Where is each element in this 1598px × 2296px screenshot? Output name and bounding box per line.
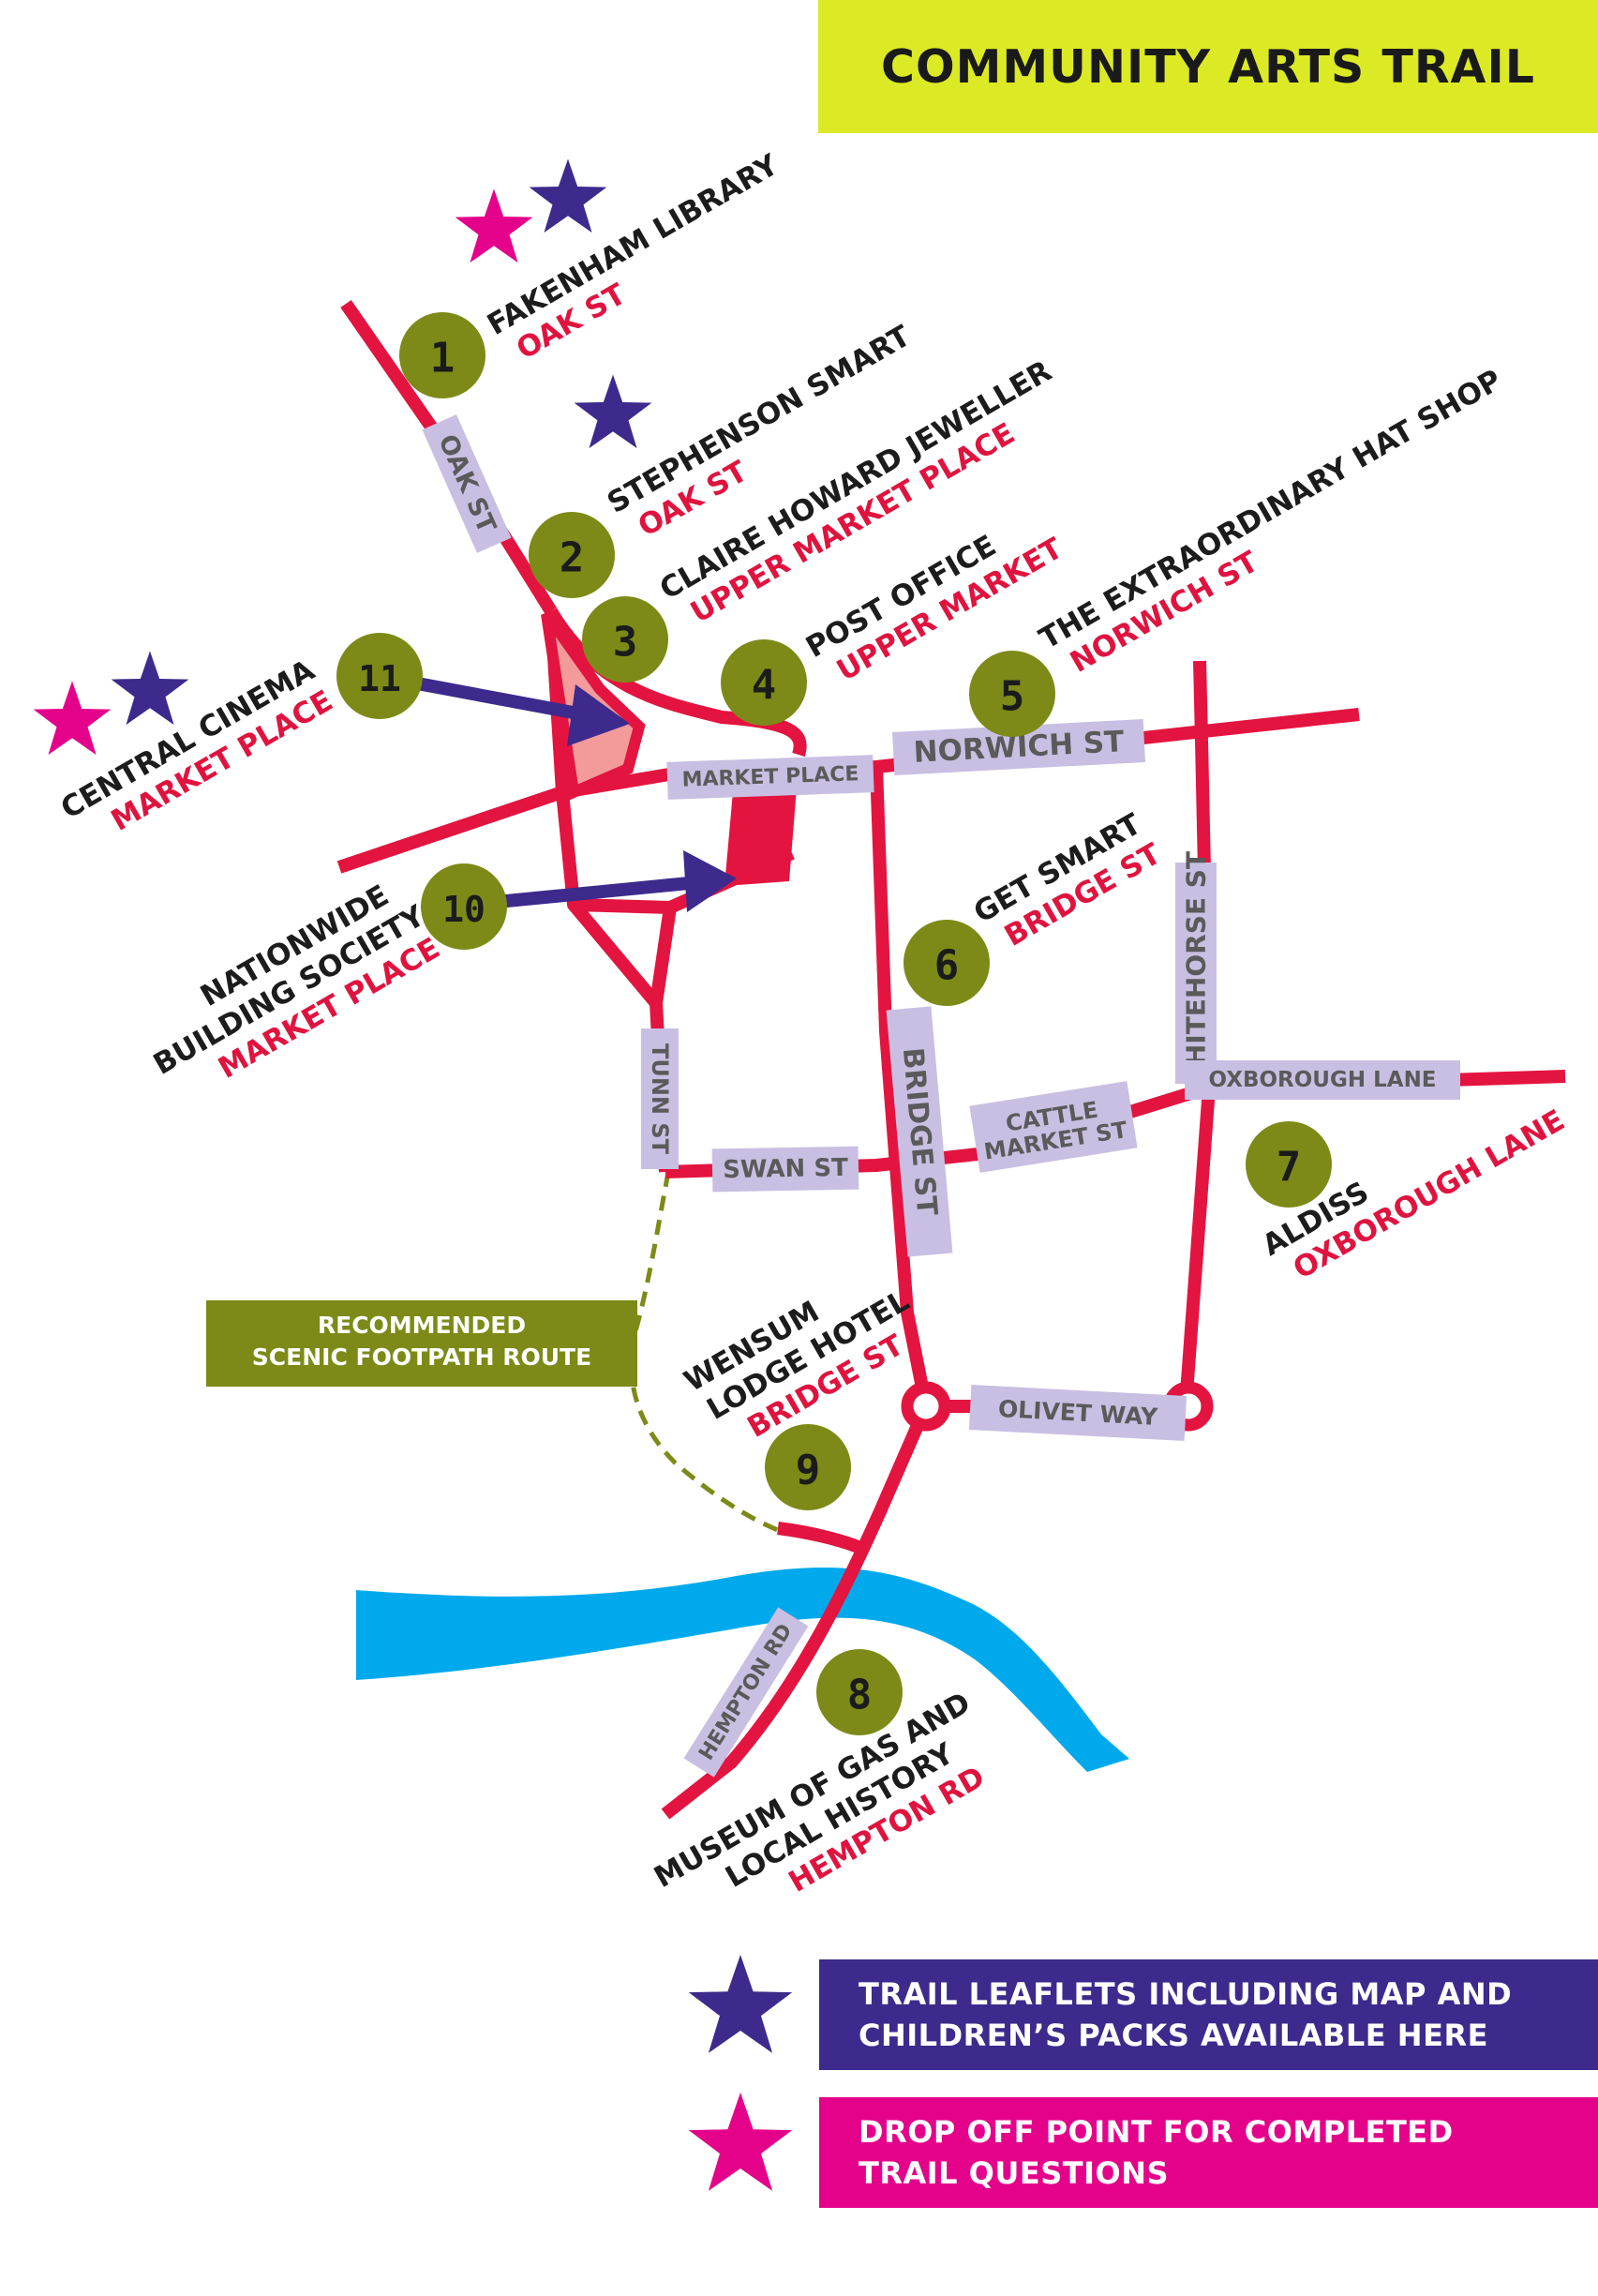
street-label-tunn-st: TUNN ST bbox=[641, 1028, 679, 1169]
street-label-norwich-st: NORWICH ST bbox=[891, 719, 1146, 775]
stop-label-8: MUSEUM OF GAS AND LOCAL HISTORY HEMPTON … bbox=[649, 1686, 991, 1898]
road-market-place-west bbox=[336, 767, 677, 874]
svg-text:SCENIC FOOTPATH ROUTE: SCENIC FOOTPATH ROUTE bbox=[252, 1343, 591, 1371]
svg-text:5: 5 bbox=[1000, 673, 1025, 721]
stop-label-1: FAKENHAM LIBRARY OAK ST bbox=[482, 148, 784, 367]
legend-leaflets: TRAIL LEAFLETS INCLUDING MAP AND CHILDRE… bbox=[819, 1959, 1598, 2070]
svg-text:FAKENHAM LIBRARY: FAKENHAM LIBRARY bbox=[482, 148, 784, 342]
svg-text:7: 7 bbox=[1277, 1144, 1302, 1192]
dropoff-star-icon bbox=[455, 188, 533, 263]
legend-dropoff-line2: TRAIL QUESTIONS bbox=[859, 2155, 1170, 2191]
leaflet-star-icon bbox=[111, 651, 189, 726]
street-label-market-place: MARKET PLACE bbox=[666, 755, 874, 800]
stop-marker-11: 11 bbox=[336, 633, 423, 719]
arrow-10 bbox=[496, 850, 737, 912]
stop-label-10: NATIONWIDE BUILDING SOCIETY MARKET PLACE bbox=[148, 878, 446, 1086]
page-title: COMMUNITY ARTS TRAIL bbox=[818, 0, 1598, 133]
stop-marker-8: 8 bbox=[816, 1649, 903, 1735]
stop-marker-3: 3 bbox=[582, 596, 668, 683]
street-label-olivet-way: OLIVET WAY bbox=[968, 1385, 1187, 1441]
svg-text:TUNN ST: TUNN ST bbox=[647, 1043, 673, 1155]
stop-marker-7: 7 bbox=[1246, 1121, 1332, 1208]
river bbox=[356, 1567, 1129, 1772]
street-label-bridge-st: BRIDGE ST bbox=[886, 1006, 953, 1257]
stop-label-5: THE EXTRAORDINARY HAT SHOP NORWICH ST bbox=[1034, 363, 1507, 679]
stop-marker-1: 1 bbox=[399, 312, 485, 398]
legend-leaflets-line2: CHILDREN’S PACKS AVAILABLE HERE bbox=[859, 2018, 1488, 2053]
road-hempton-rd bbox=[661, 1403, 933, 1820]
svg-text:SWAN ST: SWAN ST bbox=[723, 1154, 848, 1184]
svg-text:6: 6 bbox=[934, 942, 960, 990]
legend-leaflet-star-icon bbox=[688, 1955, 793, 2053]
stop-marker-2: 2 bbox=[529, 512, 615, 598]
stop-label-11: CENTRAL CINEMA MARKET PLACE bbox=[55, 653, 338, 838]
svg-text:8: 8 bbox=[847, 1672, 873, 1719]
road-whitehorse-north bbox=[1193, 660, 1208, 742]
street-label-whitehorse-st: WHITEHORSE ST bbox=[1175, 851, 1217, 1095]
leaflet-star-icon bbox=[529, 158, 607, 233]
arrow-11 bbox=[411, 676, 630, 746]
svg-text:3: 3 bbox=[613, 619, 638, 667]
stop-marker-6: 6 bbox=[904, 920, 990, 1006]
legend-dropoff-star-icon bbox=[688, 2093, 793, 2191]
page-title-text: COMMUNITY ARTS TRAIL bbox=[881, 39, 1535, 94]
road-footpath-end bbox=[777, 1522, 865, 1555]
svg-text:1: 1 bbox=[430, 335, 456, 383]
stop-marker-10: 10 bbox=[421, 863, 507, 950]
street-label-swan-st: SWAN ST bbox=[711, 1146, 859, 1193]
stop-marker-4: 4 bbox=[721, 639, 807, 726]
svg-text:THE EXTRAORDINARY HAT SHOP: THE EXTRAORDINARY HAT SHOP bbox=[1034, 363, 1507, 656]
stop-label-6: GET SMART BRIDGE ST bbox=[968, 807, 1167, 953]
roads bbox=[336, 300, 1566, 1820]
svg-text:OXBOROUGH LANE: OXBOROUGH LANE bbox=[1208, 1068, 1436, 1092]
svg-text:RECOMMENDED: RECOMMENDED bbox=[318, 1312, 526, 1339]
stop-marker-9: 9 bbox=[765, 1424, 851, 1510]
stop-marker-5: 5 bbox=[969, 651, 1055, 737]
legend-dropoff-line1: DROP OFF POINT FOR COMPLETED bbox=[859, 2114, 1454, 2150]
svg-text:WHITEHORSE ST: WHITEHORSE ST bbox=[1181, 851, 1212, 1095]
scenic-footpath-route bbox=[628, 1171, 779, 1533]
street-label-oxborough-lane: OXBOROUGH LANE bbox=[1185, 1060, 1460, 1100]
legend-leaflets-line1: TRAIL LEAFLETS INCLUDING MAP AND bbox=[859, 1976, 1513, 2012]
legend-dropoff: DROP OFF POINT FOR COMPLETED TRAIL QUEST… bbox=[819, 2097, 1598, 2208]
svg-text:2: 2 bbox=[560, 534, 585, 582]
leaflet-star-icon bbox=[574, 374, 652, 449]
svg-text:4: 4 bbox=[752, 662, 777, 710]
svg-text:9: 9 bbox=[796, 1447, 821, 1494]
roundabout-bridge-st bbox=[901, 1381, 951, 1432]
dropoff-star-icon bbox=[33, 681, 112, 756]
street-label-cattle-market-st: CATTLE MARKET ST bbox=[969, 1081, 1138, 1173]
road-bridge-st bbox=[870, 766, 933, 1408]
svg-text:10: 10 bbox=[442, 889, 485, 930]
street-label-oak-st: OAK ST bbox=[422, 414, 512, 553]
svg-text:11: 11 bbox=[358, 658, 401, 699]
footpath-label: RECOMMENDED SCENIC FOOTPATH ROUTE bbox=[206, 1300, 637, 1387]
